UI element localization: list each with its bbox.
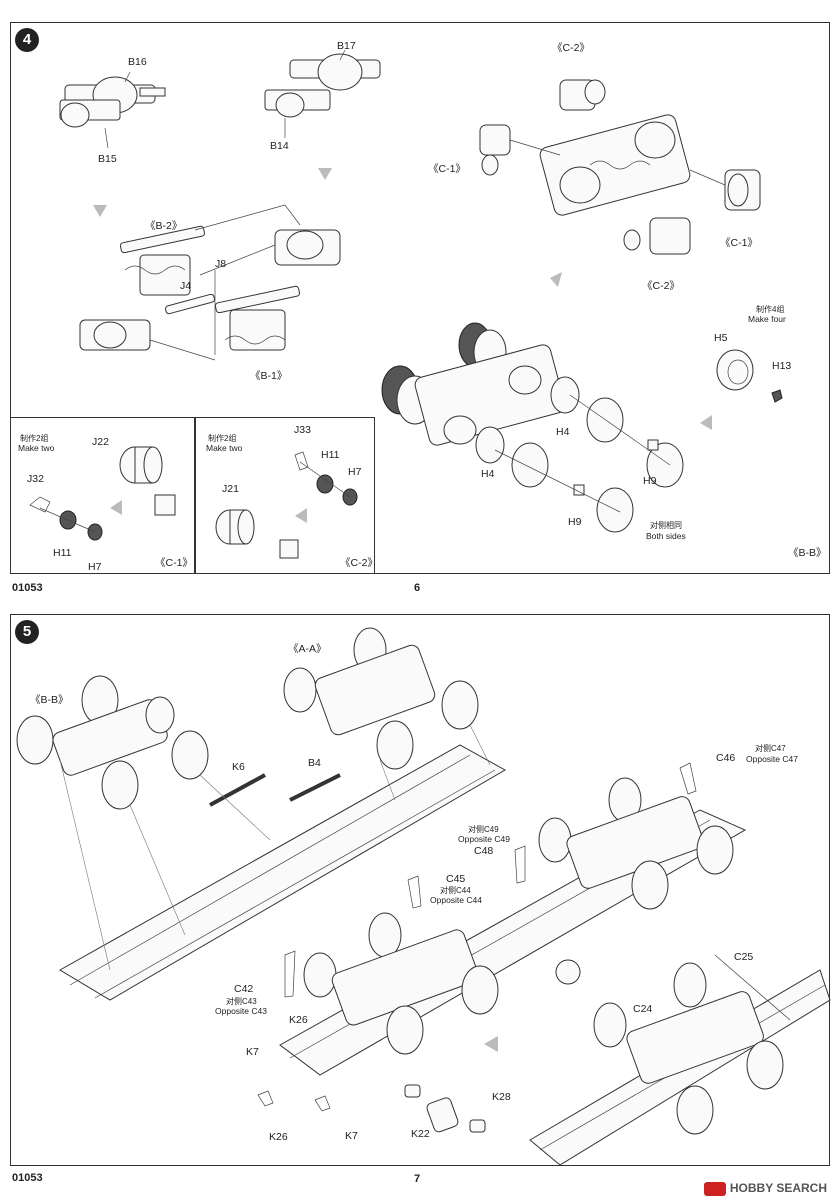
label-h11-b: H11 <box>321 449 340 461</box>
label-c1-right: 《C-1》 <box>720 237 758 249</box>
label-j33: J33 <box>294 424 311 436</box>
sub-panel-c1 <box>10 417 195 574</box>
sub-c1-make-two-cn: 制作2组 <box>20 434 49 443</box>
sub-c2-art <box>215 451 358 559</box>
label-b14: B14 <box>270 140 289 152</box>
hobbysearch-logo-icon <box>703 1182 726 1196</box>
label-h13: H13 <box>772 360 792 372</box>
label-c47-cn: 对侧C47 <box>755 744 786 753</box>
label-j21: J21 <box>222 483 239 495</box>
label-h7-a: H7 <box>88 561 102 573</box>
front-assembly-right <box>593 954 791 1135</box>
label-c45: C45 <box>446 873 466 885</box>
page-number-top: 6 <box>414 582 421 594</box>
rear-assembly-right <box>538 777 734 910</box>
step-number-5: 5 <box>15 620 39 644</box>
label-h4-a: H4 <box>556 426 570 438</box>
label-h5: H5 <box>714 332 728 344</box>
label-h9-b: H9 <box>568 516 582 528</box>
label-b4: B4 <box>308 757 321 769</box>
axle-b14-b17 <box>264 49 381 138</box>
sub-c1-make-two-en: Make two <box>18 443 55 453</box>
watermark-text: HOBBY SEARCH <box>729 1181 827 1196</box>
label-k26-a: K26 <box>289 1014 308 1026</box>
label-bb-ref-2: 《B-B》 <box>30 694 69 706</box>
label-c48: C48 <box>474 845 494 857</box>
leader-lines <box>59 724 491 971</box>
watermark: HOBBY SEARCH <box>703 1181 827 1196</box>
label-b1: 《B-1》 <box>250 370 288 382</box>
page-number-bottom: 7 <box>414 1173 421 1185</box>
label-k7-b: K7 <box>345 1130 358 1142</box>
label-b16: B16 <box>128 56 147 68</box>
label-c46: C46 <box>716 752 736 764</box>
label-c44-en: Opposite C44 <box>430 895 482 905</box>
step5-panel <box>10 614 830 1166</box>
label-h4-b: H4 <box>481 468 495 480</box>
label-c2-top: 《C-2》 <box>552 42 590 54</box>
label-k7-a: K7 <box>246 1046 259 1058</box>
wheel-h5-h13 <box>716 349 783 403</box>
aa-assembly <box>283 627 479 770</box>
sub-c1-ref: 《C-1》 <box>155 557 193 569</box>
label-k6: K6 <box>232 761 245 773</box>
label-h9-a: H9 <box>643 475 657 487</box>
sub-c2-make-two-en: Make two <box>206 443 243 453</box>
product-code-bottom: 01053 <box>12 1172 43 1184</box>
drive-shafts <box>209 773 341 807</box>
label-c42: C42 <box>234 983 254 995</box>
axle-b15-b16 <box>59 71 166 149</box>
sub-c2-make-two-cn: 制作2组 <box>208 434 237 443</box>
label-make-four-en: Make four <box>748 314 786 324</box>
label-bb-ref: 《B-B》 <box>788 547 827 559</box>
label-b15: B15 <box>98 153 117 165</box>
label-h7-b: H7 <box>348 466 362 478</box>
sub-c2-ref: 《C-2》 <box>340 557 378 569</box>
bb-assembly <box>16 675 209 810</box>
sub-c1-art <box>29 446 176 541</box>
label-j4: J4 <box>180 280 192 292</box>
suspension-assembly <box>79 204 341 361</box>
label-c49-cn: 对侧C49 <box>468 825 499 834</box>
axle-wheel-assembly <box>479 79 761 255</box>
label-c44-cn: 对侧C44 <box>440 886 471 895</box>
label-k28: K28 <box>492 1091 511 1103</box>
label-j8: J8 <box>215 258 227 270</box>
label-c43-en: Opposite C43 <box>215 1006 267 1016</box>
label-make-four-cn: 制作4组 <box>756 305 785 314</box>
label-both-sides-en: Both sides <box>646 531 686 541</box>
label-c25: C25 <box>734 951 754 963</box>
label-k26-b: K26 <box>269 1131 288 1143</box>
small-parts <box>257 762 697 1133</box>
dual-wheel-assembly <box>381 322 684 533</box>
label-c2-bottom: 《C-2》 <box>642 280 680 292</box>
label-c43-cn: 对侧C43 <box>226 997 257 1006</box>
label-j22: J22 <box>92 436 109 448</box>
sub-panel-c2 <box>195 417 375 574</box>
label-c1-left: 《C-1》 <box>428 163 466 175</box>
step-number-4: 4 <box>15 28 39 52</box>
label-b2: 《B-2》 <box>145 220 183 232</box>
label-j32: J32 <box>27 473 44 485</box>
product-code-top: 01053 <box>12 582 43 594</box>
label-aa-ref: 《A-A》 <box>288 643 327 655</box>
label-h11-a: H11 <box>53 547 72 559</box>
label-b17: B17 <box>337 40 356 52</box>
label-c49-en: Opposite C49 <box>458 834 510 844</box>
label-k22: K22 <box>411 1128 430 1140</box>
label-c47-en: Opposite C47 <box>746 754 798 764</box>
label-c24: C24 <box>633 1003 653 1015</box>
mid-assembly <box>303 912 581 1055</box>
label-both-sides-cn: 对侧相同 <box>650 521 682 530</box>
step4-panel <box>10 22 830 574</box>
